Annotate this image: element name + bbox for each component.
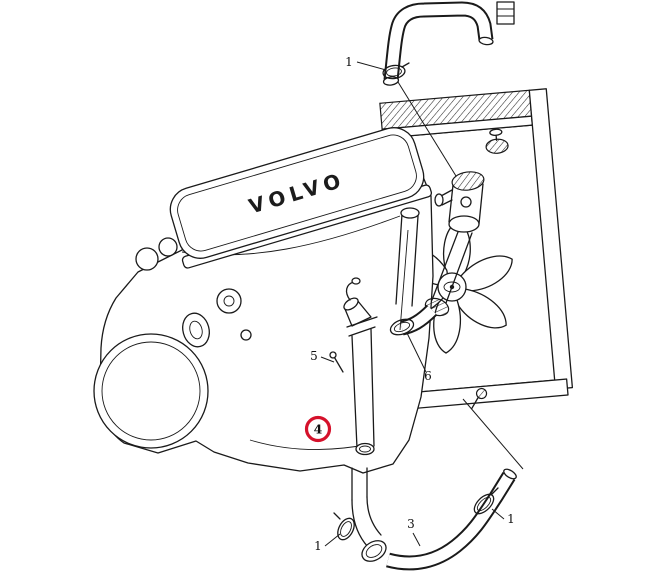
engine-block	[93, 160, 434, 474]
callout-1-lower-right[interactable]: 1	[507, 512, 515, 526]
radiator-filler-neck	[496, 1, 515, 25]
mid-clamp-icon	[389, 318, 415, 336]
callout-3[interactable]: 3	[407, 517, 415, 531]
callout-6[interactable]: 6	[424, 369, 432, 383]
lower-left-clamp-icon	[333, 512, 355, 541]
callout-4-label: 4	[314, 422, 323, 437]
bolt-item-5-icon	[329, 351, 344, 373]
callout-1-lower-left[interactable]: 1	[314, 539, 322, 553]
upper-hose-clamp-icon	[382, 62, 410, 80]
callout-1-upper[interactable]: 1	[345, 55, 353, 69]
lower-right-clamp-icon	[473, 487, 499, 515]
lower-hose-assembly	[333, 467, 517, 571]
leader-lines	[320, 61, 524, 547]
callouts: 1 5 6 4 3 1 1	[304, 55, 515, 553]
coolant-pipe-item-4	[329, 277, 378, 456]
valve-cover: VOLVO	[169, 127, 433, 269]
crank-pulley	[93, 333, 209, 449]
callout-4-highlighted[interactable]: 4	[304, 415, 332, 443]
callout-5[interactable]: 5	[310, 349, 318, 363]
upper-radiator-hose	[382, 1, 494, 86]
radiator-drain-icon	[475, 387, 488, 400]
highlight-ring	[304, 415, 332, 443]
thermostat-housing	[389, 171, 485, 336]
